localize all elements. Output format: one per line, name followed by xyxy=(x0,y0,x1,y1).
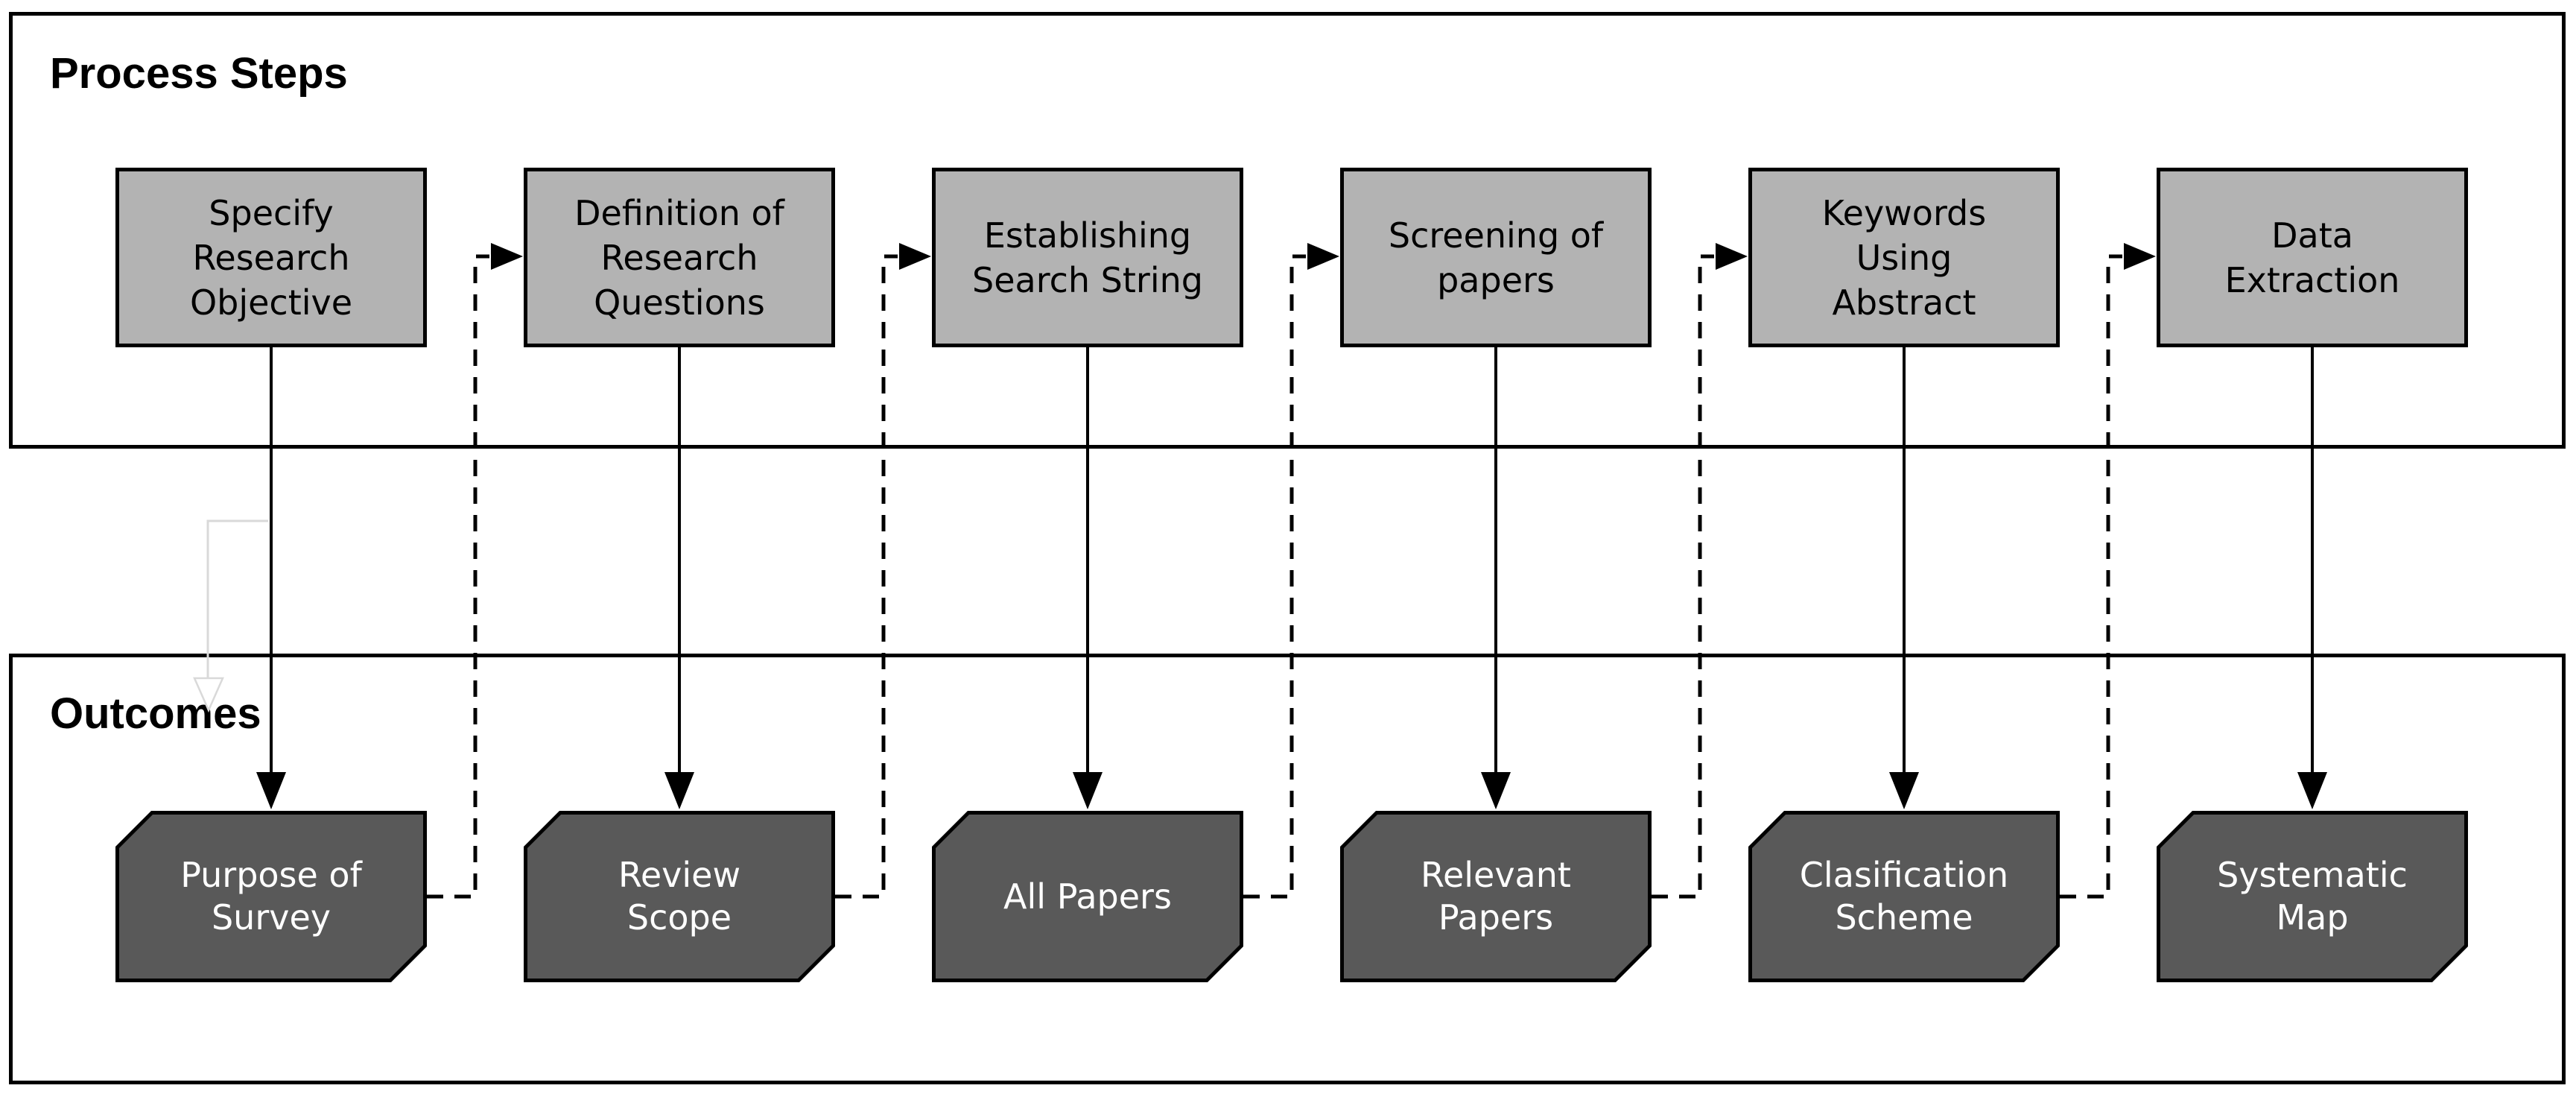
outcome-box-surface: Review Scope xyxy=(527,815,831,979)
outcome-box-surface: Clasification Scheme xyxy=(1752,815,2056,979)
outcome-label: Purpose of Survey xyxy=(180,855,362,938)
process-step-box-6: Data Extraction xyxy=(2157,168,2468,347)
outcome-box-4: Relevant Papers xyxy=(1340,811,1652,982)
outcome-box-2: Review Scope xyxy=(524,811,835,982)
process-step-box-3: Establishing Search String xyxy=(932,168,1243,347)
outcome-box-6: Systematic Map xyxy=(2157,811,2468,982)
outcome-box-surface: Purpose of Survey xyxy=(119,815,423,979)
process-steps-band-title: Process Steps xyxy=(50,49,348,98)
process-step-label: Screening of papers xyxy=(1388,215,1604,300)
process-step-label: Specify Research Objective xyxy=(189,192,353,323)
outcome-box-surface: Relevant Papers xyxy=(1344,815,1648,979)
process-step-label: Keywords Using Abstract xyxy=(1821,192,1987,323)
outcome-label: Systematic Map xyxy=(2217,855,2408,938)
outcome-label: Clasification Scheme xyxy=(1799,855,2009,938)
process-step-box-1: Specify Research Objective xyxy=(115,168,427,347)
process-step-box-5: Keywords Using Abstract xyxy=(1748,168,2060,347)
outcome-box-5: Clasification Scheme xyxy=(1748,811,2060,982)
outcome-label: Review Scope xyxy=(618,855,741,938)
outcomes-band-title: Outcomes xyxy=(50,689,261,738)
outcome-box-surface: All Papers xyxy=(936,815,1240,979)
process-step-box-4: Screening of papers xyxy=(1340,168,1652,347)
process-step-box-2: Definition of Research Questions xyxy=(524,168,835,347)
outcome-box-1: Purpose of Survey xyxy=(115,811,427,982)
process-step-label: Definition of Research Questions xyxy=(574,192,784,323)
outcome-label: All Papers xyxy=(1003,876,1172,917)
outcome-label: Relevant Papers xyxy=(1421,855,1571,938)
process-step-label: Data Extraction xyxy=(2224,215,2400,300)
process-step-label: Establishing Search String xyxy=(972,215,1203,300)
outcome-box-surface: Systematic Map xyxy=(2160,815,2464,979)
outcome-box-3: All Papers xyxy=(932,811,1243,982)
